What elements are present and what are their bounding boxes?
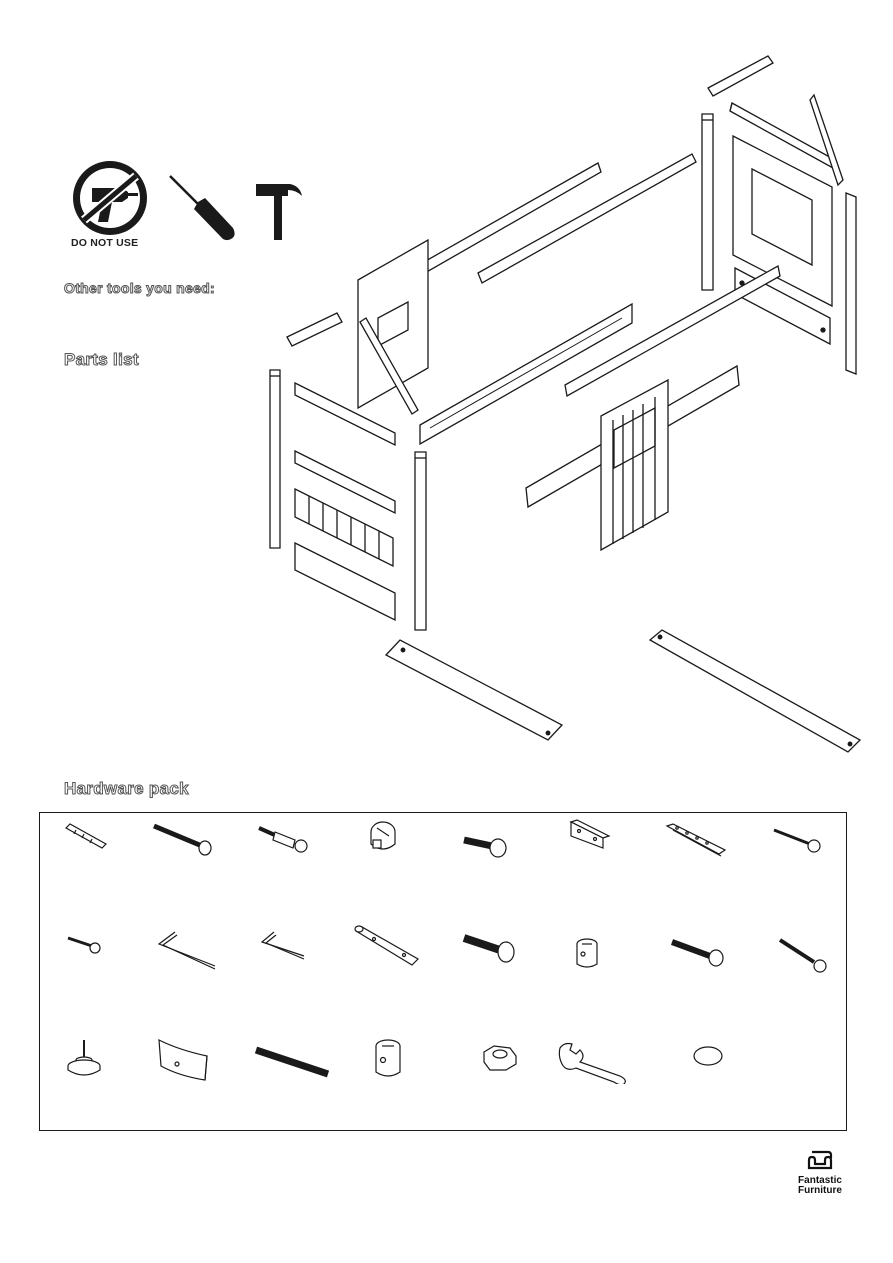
right-post-part	[701, 113, 714, 291]
left-window-panel-part	[357, 238, 429, 410]
dowel-icon	[65, 823, 107, 849]
wedge-icon	[158, 1038, 208, 1081]
allen-key-small-icon	[260, 931, 305, 960]
spanner-icon	[558, 1042, 626, 1084]
small-screw-icon	[67, 936, 101, 954]
brand-name-line1: Fantastic	[798, 1175, 842, 1186]
right-post-2-part	[845, 192, 857, 375]
barrel-nut-large-icon	[375, 1039, 401, 1077]
wood-screw-icon	[773, 828, 821, 853]
end-panel-part	[732, 134, 833, 308]
long-bolt-icon	[153, 823, 212, 856]
threaded-rod-icon	[254, 1046, 330, 1078]
allen-key-large-icon	[157, 931, 216, 970]
side-rail-2-part	[294, 449, 396, 515]
do-not-use-label: DO NOT USE	[71, 237, 139, 249]
no-drill-icon	[73, 161, 147, 235]
slatted-panel-part	[294, 487, 394, 568]
small-slat-part	[286, 312, 343, 347]
brand-name-line2: Furniture	[798, 1185, 842, 1196]
screwdriver-icon	[169, 175, 235, 241]
top-slat-part	[707, 55, 774, 97]
bracket-icon	[569, 819, 611, 849]
middle-rail-part	[419, 302, 633, 446]
left-post-part	[269, 369, 281, 549]
glide-foot-icon	[67, 1040, 101, 1076]
long-rail-2-part	[477, 153, 697, 284]
assembly-diagram	[269, 55, 862, 753]
side-rail-1-part	[294, 381, 396, 447]
cam-lock-icon	[370, 821, 396, 850]
hardware-pack-title: Hardware pack	[64, 779, 190, 799]
screw-icon	[778, 938, 827, 973]
left-diagonal-part	[359, 317, 419, 415]
hardware-pack-box	[39, 812, 847, 1131]
short-bolt-icon	[463, 836, 507, 858]
front-door-panel-part	[600, 378, 669, 552]
tools-subtitle: Other tools you need:	[64, 280, 216, 297]
hex-bolt-icon	[462, 934, 515, 963]
bolt-icon	[670, 939, 724, 967]
cam-bolt-icon	[258, 826, 308, 853]
brand-logo: Fantastic Furniture	[790, 1148, 850, 1196]
side-board-part	[294, 541, 396, 622]
cover-cap-icon	[693, 1046, 723, 1066]
metal-strip-icon	[665, 823, 727, 857]
barrel-nut-icon	[576, 938, 598, 968]
diagonal-brace-part	[809, 93, 844, 187]
front-upper-rail-part	[564, 264, 781, 398]
bottom-board-1-part	[384, 639, 564, 741]
sofa-logo-icon	[807, 1150, 833, 1170]
parts-list-title: Parts list	[64, 350, 140, 370]
hammer-icon	[256, 184, 302, 240]
bottom-board-2-part	[648, 629, 862, 753]
hex-nut-icon	[483, 1045, 517, 1071]
middle-post-part	[414, 451, 427, 631]
pin-icon	[354, 925, 419, 966]
